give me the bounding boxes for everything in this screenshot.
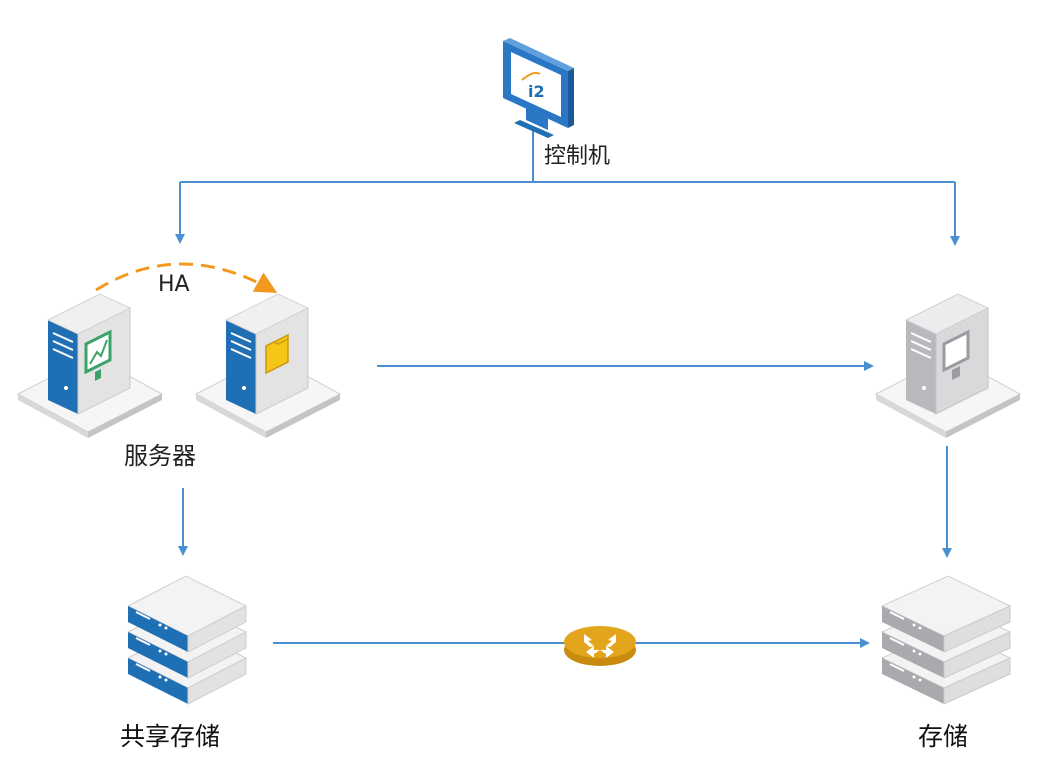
servers-label: 服务器 [124, 442, 196, 470]
storage-stack-icon [880, 575, 1012, 705]
controller-label: 控制机 [544, 144, 611, 169]
server-chart-icon [16, 293, 164, 438]
storage-label: 存储 [918, 722, 969, 751]
ha-label: HA [158, 272, 190, 297]
connectors [175, 128, 960, 648]
server-folder-icon [194, 293, 342, 438]
ha-failover-arrow [95, 262, 278, 293]
monitor-icon: i2 [503, 38, 574, 138]
server-monitor-icon [874, 293, 1022, 438]
storage-stack-icon [126, 575, 248, 705]
svg-text:i2: i2 [528, 82, 545, 101]
network-switch-icon [564, 626, 636, 666]
shared-storage-label: 共享存储 [120, 722, 221, 751]
